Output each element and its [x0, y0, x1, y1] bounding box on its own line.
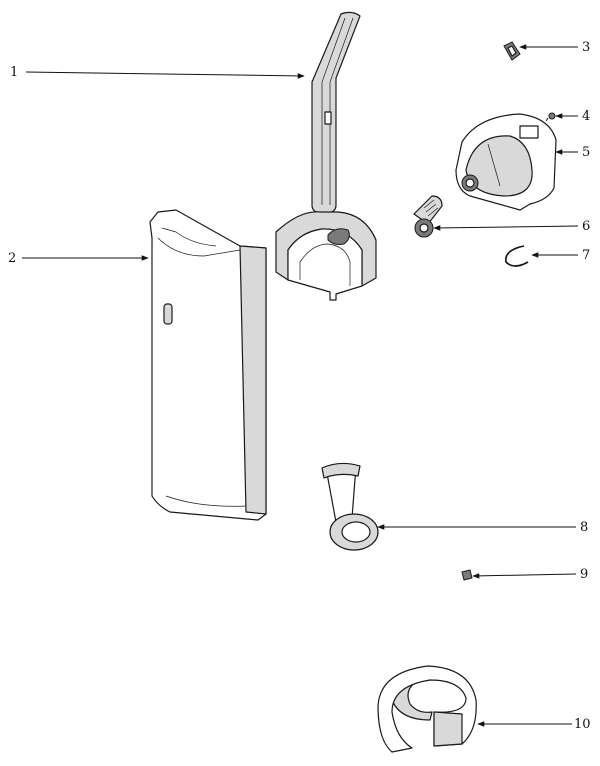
part-6-pedal-drawing: [413, 195, 443, 238]
callout-8: 8: [580, 520, 588, 535]
callout-3: 3: [582, 40, 590, 55]
part-4-screw-drawing: [545, 112, 556, 122]
part-1-handle-drawing: [275, 11, 377, 301]
part-7-clip-drawing: [505, 245, 529, 267]
callout-9: 9: [580, 567, 588, 582]
part-2-body-cover-drawing: [149, 209, 267, 521]
callout-7: 7: [582, 248, 590, 263]
leader-lines: [22, 44, 579, 727]
part-3-switch-drawing: [503, 41, 521, 61]
part-5-motor-hood-drawing: [455, 113, 557, 211]
part-9-nut-drawing: [461, 569, 473, 581]
callout-2: 2: [8, 251, 16, 266]
callout-6: 6: [582, 219, 590, 234]
part-8-connector-drawing: [321, 462, 379, 551]
callout-10: 10: [574, 717, 591, 732]
part-10-bumper-drawing: [377, 665, 477, 753]
callout-1: 1: [10, 65, 18, 80]
callout-5: 5: [582, 145, 590, 160]
callout-labels: 1 2 3 4 5 6 7 8 9 10: [8, 40, 591, 732]
callout-4: 4: [582, 109, 590, 124]
